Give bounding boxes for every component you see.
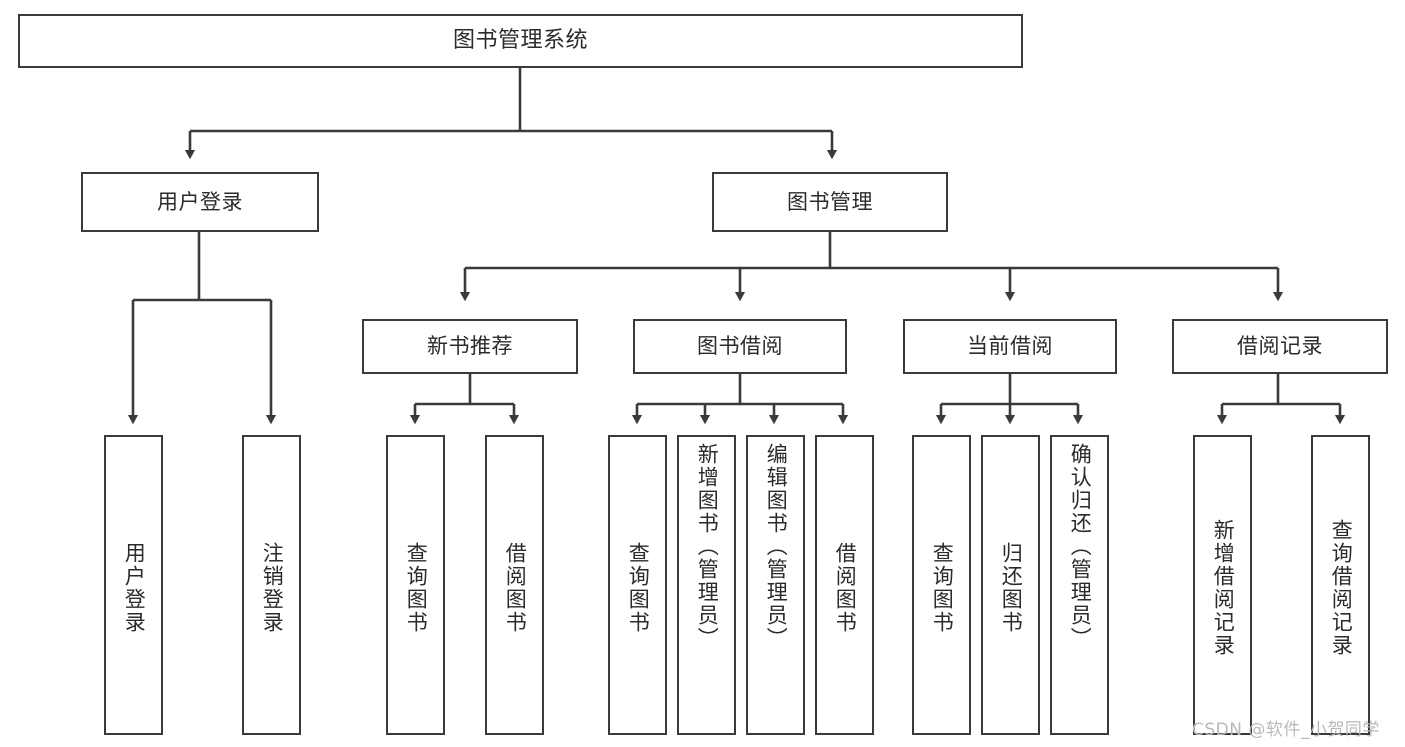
node-label: 编辑图书（管理员） — [764, 443, 789, 650]
node-label: 借阅图书 — [503, 542, 528, 634]
node-current-borrowing[interactable]: 当前借阅 — [903, 319, 1117, 374]
leaf-query-borrow-record[interactable]: 查询借阅记录 — [1311, 435, 1370, 735]
node-label: 图书管理 — [787, 189, 873, 214]
node-label: 用户登录 — [157, 189, 243, 214]
node-label: 确认归还（管理员） — [1068, 443, 1093, 650]
node-user-login[interactable]: 用户登录 — [81, 172, 319, 232]
node-label: 图书管理系统 — [452, 28, 588, 54]
node-label: 新增借阅记录 — [1211, 519, 1236, 657]
leaf-logout[interactable]: 注销登录 — [242, 435, 301, 735]
leaf-confirm-return-admin[interactable]: 确认归还（管理员） — [1050, 435, 1109, 735]
leaf-borrow-books[interactable]: 借阅图书 — [815, 435, 874, 735]
leaf-query-books-recommend[interactable]: 查询图书 — [386, 435, 445, 735]
leaf-user-login[interactable]: 用户登录 — [104, 435, 163, 735]
node-borrow-records[interactable]: 借阅记录 — [1172, 319, 1388, 374]
node-label: 查询借阅记录 — [1329, 519, 1354, 657]
node-book-management[interactable]: 图书管理 — [712, 172, 948, 232]
leaf-add-book-admin[interactable]: 新增图书（管理员） — [677, 435, 736, 735]
node-label: 查询图书 — [404, 542, 429, 634]
leaf-add-borrow-record[interactable]: 新增借阅记录 — [1193, 435, 1252, 735]
node-label: 注销登录 — [260, 542, 285, 634]
node-label: 借阅记录 — [1237, 334, 1323, 359]
node-label: 归还图书 — [999, 542, 1024, 634]
node-label: 查询图书 — [930, 542, 955, 634]
node-label: 查询图书 — [626, 542, 651, 634]
node-root-system[interactable]: 图书管理系统 — [18, 14, 1023, 68]
node-label: 新书推荐 — [427, 334, 513, 359]
leaf-query-books-current[interactable]: 查询图书 — [912, 435, 971, 735]
node-new-book-recommendation[interactable]: 新书推荐 — [362, 319, 578, 374]
node-label: 图书借阅 — [697, 334, 783, 359]
node-label: 用户登录 — [122, 542, 147, 634]
node-label: 当前借阅 — [967, 334, 1053, 359]
leaf-query-books-borrow[interactable]: 查询图书 — [608, 435, 667, 735]
leaf-return-books[interactable]: 归还图书 — [981, 435, 1040, 735]
node-book-borrowing[interactable]: 图书借阅 — [633, 319, 847, 374]
leaf-edit-book-admin[interactable]: 编辑图书（管理员） — [746, 435, 805, 735]
leaf-borrow-books-recommend[interactable]: 借阅图书 — [485, 435, 544, 735]
node-label: 新增图书（管理员） — [695, 443, 720, 650]
node-label: 借阅图书 — [833, 542, 858, 634]
csdn-watermark: CSDN @软件_小贺同学 — [1192, 720, 1380, 740]
